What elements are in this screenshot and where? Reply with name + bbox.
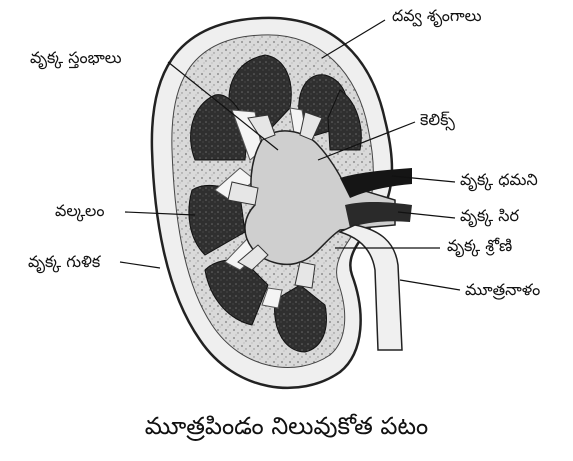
- label-ureter: మూత్రనాళం: [465, 282, 540, 298]
- diagram-caption: మూత్రపిండం నిలువుకోత పటం: [0, 412, 573, 446]
- label-capsule: వృక్క గుళిక: [28, 254, 100, 270]
- label-renal-artery: వృక్క ధమని: [460, 172, 538, 188]
- label-cortex: వల్కలం: [55, 203, 105, 219]
- label-renal-pelvis: వృక్క శ్రోణి: [447, 238, 512, 254]
- label-renal-vein: వృక్క సిర: [460, 208, 519, 224]
- label-renal-columns: వృక్క స్తంభాలు: [30, 50, 122, 66]
- label-calyx: కెలిక్స్: [420, 112, 455, 128]
- label-renal-pyramids: దవ్వ శృంగాలు: [392, 8, 482, 24]
